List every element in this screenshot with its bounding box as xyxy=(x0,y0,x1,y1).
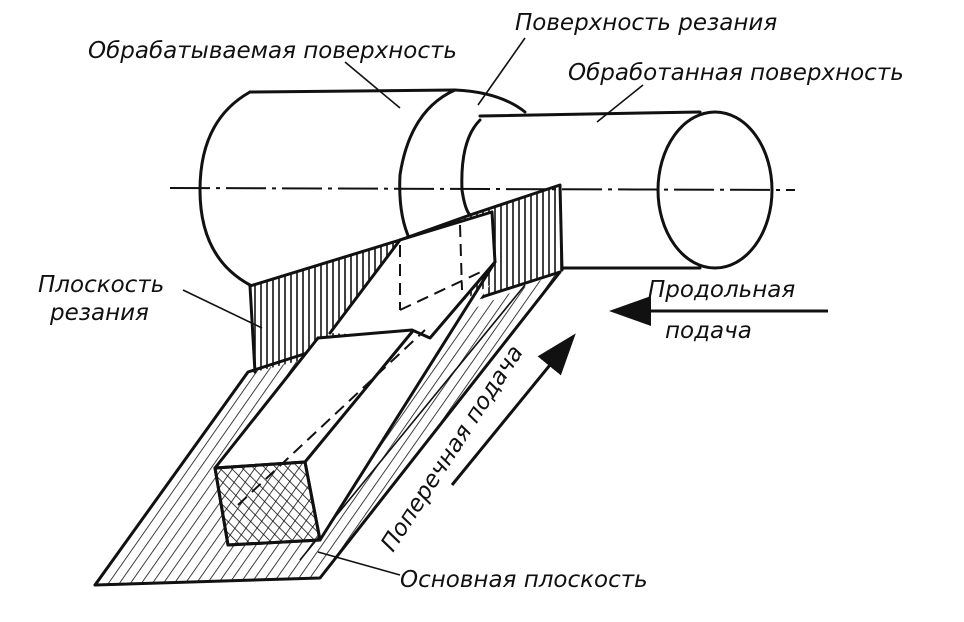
label-base-plane: Основная плоскость xyxy=(400,567,648,593)
workpiece-cylinder xyxy=(198,88,527,287)
label-cutting-plane-1: Плоскость xyxy=(38,272,164,298)
center-axis xyxy=(169,187,796,191)
label-workpiece-surface: Обрабатываемая поверхность xyxy=(88,38,457,64)
label-longitudinal-feed-2: подача xyxy=(665,318,752,344)
label-cutting-plane-2: резания xyxy=(49,300,149,326)
label-longitudinal-feed-1: Продольная xyxy=(648,277,795,303)
label-cutting-surface: Поверхность резания xyxy=(515,10,777,36)
label-machined-surface: Обработанная поверхность xyxy=(568,60,904,86)
tool-cross-section xyxy=(213,460,322,547)
machined-cylinder xyxy=(460,110,774,270)
cross-feed-arrow xyxy=(450,333,576,486)
leader-lines xyxy=(182,37,644,576)
